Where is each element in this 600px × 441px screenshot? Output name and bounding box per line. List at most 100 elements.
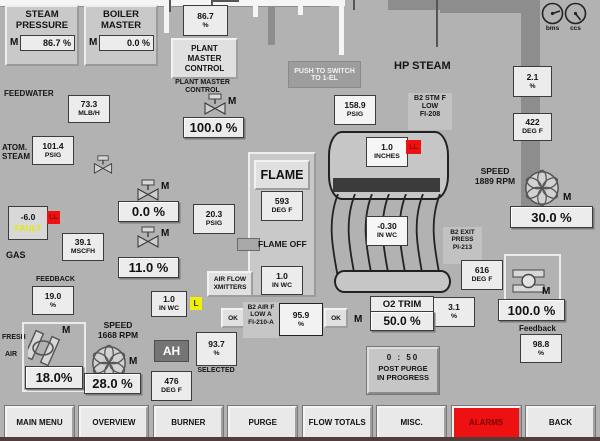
ok-button-2[interactable]: OK — [324, 308, 348, 328]
gas-valve-icon — [137, 226, 159, 248]
ccs-label: ccs — [570, 25, 581, 32]
o2-box: 3.1 % — [433, 297, 475, 327]
connector-line — [436, 0, 438, 47]
o2-trim-mode-button[interactable]: M — [354, 314, 363, 325]
plant-master-control-button[interactable]: PLANT MASTER CONTROL — [171, 38, 238, 79]
o2-trim-value[interactable]: 50.0 % — [370, 311, 434, 331]
id-damper-mode-button[interactable]: M — [542, 286, 551, 297]
gauge-icon — [564, 2, 587, 25]
gas-feedback-label: FEEDBACK — [36, 276, 75, 283]
fd-damper-position[interactable]: 18.0% — [25, 366, 83, 389]
boiler-master-value[interactable]: 0.0 % — [99, 34, 154, 51]
gas-press-box: -6.0 FAULT — [8, 206, 48, 240]
feedwater-valve-mode-button[interactable]: M — [228, 96, 237, 107]
id-fan-speed-label: SPEED 1889 RPM — [474, 166, 516, 186]
air-duct — [339, 0, 344, 55]
air-duct — [298, 0, 303, 15]
feedwater-label: FEEDWATER — [4, 89, 54, 98]
steam-pressure-mode-button[interactable]: M — [10, 37, 19, 49]
drum-press-value: 158.9 — [344, 100, 366, 111]
atomizing-valve-position[interactable]: 0.0 % — [118, 201, 179, 222]
burner-gas-press-box: 20.3 PSIG — [193, 204, 235, 234]
exit-temp-unit: DEG F — [471, 276, 493, 284]
flame-temp-value: 593 — [274, 196, 290, 207]
drum-level-ll-badge: LL — [406, 140, 421, 154]
hp-steam-label: HP STEAM — [394, 60, 451, 72]
id-damper-icon — [512, 269, 545, 293]
ah-temp-value: 476 — [164, 376, 179, 387]
id-fan-position[interactable]: 30.0 % — [510, 206, 593, 228]
boiler-master-panel: BOILER MASTER M 0.0 % — [84, 5, 158, 66]
exit-temp-value: 616 — [474, 265, 490, 276]
id-damper-position[interactable]: 100.0 % — [498, 299, 565, 321]
atomizing-press-box: 101.4 PSIG — [32, 136, 74, 165]
gauge-icon — [541, 2, 564, 25]
id-feedback-unit: % — [537, 349, 545, 357]
fd-fan-position[interactable]: 28.0 % — [84, 373, 141, 394]
fd-fan-icon — [92, 344, 126, 382]
stack-temp-box: 422 DEG F — [513, 113, 552, 141]
boiler-master-title: BOILER MASTER — [100, 9, 142, 31]
nav-overview-button[interactable]: OVERVIEW — [78, 405, 150, 440]
feedwater-pipe — [268, 0, 275, 45]
boiler-master-mode-button[interactable]: M — [89, 37, 98, 49]
gas-feedback-box: 19.0 % — [32, 286, 74, 315]
connector-line — [211, 0, 239, 2]
connector-line — [353, 0, 355, 10]
plant-master-output-box: 86.7 % — [183, 5, 228, 36]
furnace-press-box: -0.30 IN WC — [366, 216, 408, 246]
fd-fan-mode-button[interactable]: M — [129, 356, 138, 367]
nav-burner-button[interactable]: BURNER — [152, 405, 224, 440]
nav-alarms-button[interactable]: ALARMS — [450, 405, 522, 440]
steam-pressure-title: STEAM PRESSURE — [15, 9, 69, 31]
gas-feedback-unit: % — [49, 301, 57, 309]
hp-flow-box: 2.1 % — [513, 66, 552, 97]
air-flow-box: 95.9 % — [279, 303, 323, 336]
ah-temp-unit: DEG F — [161, 387, 182, 395]
fd-fan-speed-label: SPEED 1668 RPM — [97, 320, 139, 340]
drum-level-value: 1.0 — [381, 142, 393, 153]
furnace-press-value: -0.30 — [377, 221, 397, 232]
gas-flow-value: 39.1 — [74, 237, 92, 248]
steam-flow-low-tag: B2 STM F LOW FI-208 — [408, 93, 452, 130]
gas-valve-mode-button[interactable]: M — [161, 228, 170, 239]
gas-flow-unit: MSCFH — [70, 248, 96, 256]
atomizing-press-unit: PSIG — [44, 151, 62, 159]
exit-temp-box: 616 DEG F — [461, 260, 503, 290]
air-duct — [164, 0, 169, 33]
gas-press-value: -6.0 — [20, 211, 36, 222]
o2-value: 3.1 — [448, 302, 460, 313]
air-flow-xmitters-button[interactable]: AIR FLOW XMITTERS — [207, 271, 253, 297]
flame-button[interactable]: FLAME — [254, 160, 310, 190]
post-purge-box: 0 : 50 POST PURGE IN PROGRESS — [366, 346, 440, 395]
nav-purge-button[interactable]: PURGE — [227, 405, 299, 440]
boiler-exit-pipe — [440, 0, 522, 13]
furnace-press-unit: IN WC — [376, 232, 397, 240]
atomizing-valve-mode-button[interactable]: M — [161, 181, 170, 192]
air-duct — [0, 0, 345, 6]
nav-misc-button[interactable]: MISC. — [376, 405, 448, 440]
feedwater-flow-value: 73.3 — [80, 99, 98, 110]
nav-flow-totals-button[interactable]: FLOW TOTALS — [301, 405, 373, 440]
push-to-switch-button[interactable]: PUSH TO SWITCH TO 1-EL — [288, 61, 361, 88]
steam-pressure-value[interactable]: 86.7 % — [20, 34, 75, 51]
flue-gas-pipe — [521, 0, 540, 222]
fd-damper-mode-button[interactable]: M — [62, 325, 71, 336]
nav-main-menu-button[interactable]: MAIN MENU — [4, 405, 75, 440]
feedwater-flow-unit: MLB/H — [78, 110, 100, 118]
ah-temp-box: 476 DEG F — [151, 371, 192, 401]
exit-press-tag: B2 EXIT PRESS PI-213 — [443, 227, 482, 264]
nav-back-button[interactable]: BACK — [524, 405, 596, 440]
gas-valve-position[interactable]: 11.0 % — [118, 257, 179, 278]
feedwater-valve-icon — [204, 93, 226, 115]
atomizing-press-value: 101.4 — [42, 140, 64, 151]
id-feedback-value: 98.8 — [532, 338, 550, 349]
feedwater-valve-position[interactable]: 100.0 % — [183, 117, 244, 138]
id-fan-mode-button[interactable]: M — [563, 192, 572, 203]
gas-fault-text: FAULT — [14, 223, 42, 233]
ok-button-1[interactable]: OK — [221, 308, 245, 328]
feedwater-flow-box: 73.3 MLB/H — [68, 95, 110, 123]
drum-level-box: 1.0 INCHES — [366, 137, 408, 167]
ah-draft-unit: IN WC — [158, 305, 179, 313]
